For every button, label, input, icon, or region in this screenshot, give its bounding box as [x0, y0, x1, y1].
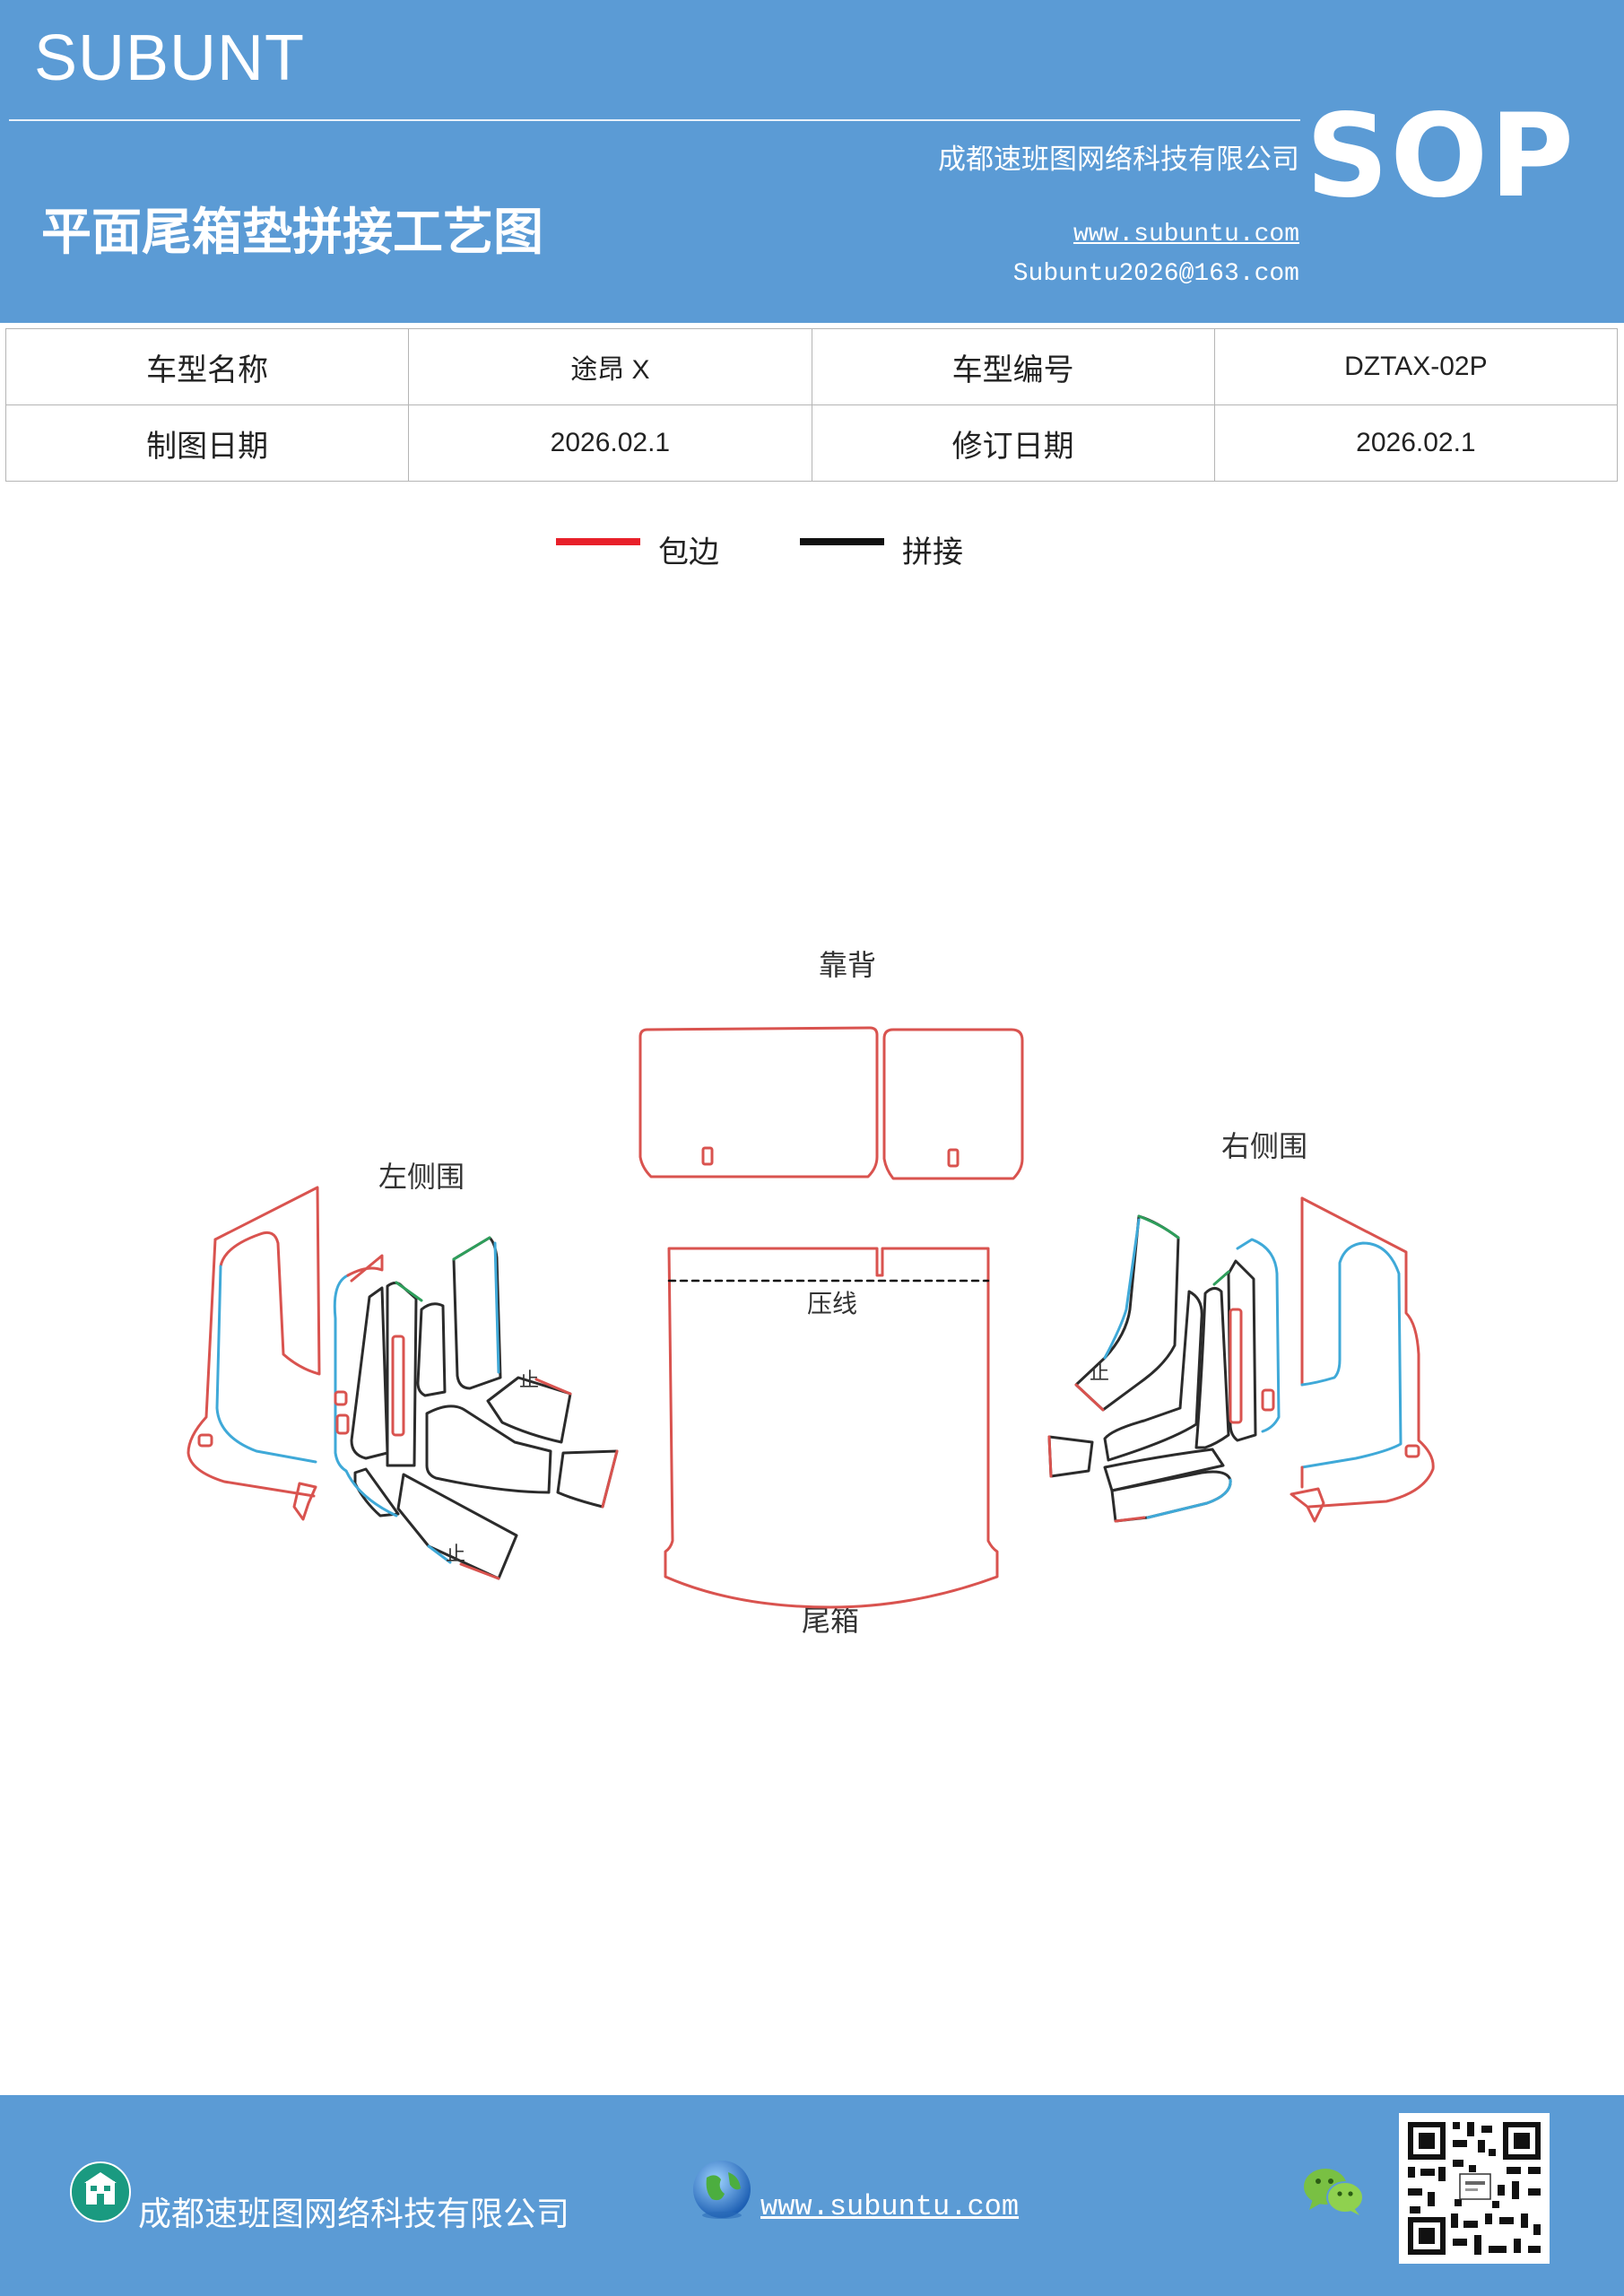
- legend-swatch-red: [556, 538, 640, 545]
- right-side-tab: [1290, 1487, 1325, 1523]
- left-piece-d: [452, 1236, 502, 1390]
- left-piece-d-blue: [493, 1241, 500, 1374]
- footer-company: 成都速班图网络科技有限公司: [138, 2195, 569, 2233]
- label-left-side: 左侧围: [378, 1160, 465, 1194]
- left-piece-i: [396, 1473, 518, 1580]
- left-side-outer-edge: [213, 1186, 321, 1376]
- left-side-outer-lower: [187, 1238, 316, 1498]
- table-cell: 车型编号: [811, 328, 1215, 405]
- table-cell: 2026.02.1: [408, 404, 812, 482]
- brand-name: SUBUNT: [34, 22, 306, 94]
- left-piece-g: [556, 1449, 619, 1509]
- label-right-side: 右侧围: [1221, 1129, 1307, 1163]
- left-piece-b-green: [395, 1281, 423, 1302]
- right-piece-a-slot: [1229, 1308, 1243, 1424]
- right-inner-slot: [1261, 1388, 1275, 1412]
- qr-code: [1399, 2113, 1550, 2264]
- right-piece-c-red: [1074, 1383, 1105, 1412]
- right-piece-c-green: [1137, 1214, 1180, 1239]
- left-inner-slot-2: [335, 1413, 350, 1435]
- sop-mark: SOP: [1306, 90, 1576, 223]
- header-divider: [9, 119, 1300, 121]
- left-piece-e: [425, 1405, 552, 1494]
- trunk-mat-outline: [664, 1247, 999, 1609]
- right-side-outer-edge: [1300, 1196, 1435, 1509]
- left-piece-i-red: [459, 1562, 500, 1580]
- right-piece-d: [1103, 1290, 1203, 1462]
- left-piece-d-green: [452, 1236, 491, 1261]
- table-cell: 2026.02.1: [1213, 404, 1619, 482]
- label-crease: 压线: [807, 1289, 857, 1318]
- right-piece-e: [1047, 1435, 1094, 1478]
- table-cell: 车型名称: [4, 328, 410, 405]
- right-piece-c-blue: [1103, 1218, 1141, 1360]
- right-piece-g: [1110, 1470, 1232, 1523]
- header-email: Subuntu2026@163.com: [1012, 260, 1299, 288]
- left-piece-h-blue: [344, 1469, 398, 1518]
- left-piece-g-red: [601, 1449, 619, 1509]
- footer-website-link[interactable]: www.subuntu.com: [760, 2190, 1020, 2223]
- backrest-panels: [638, 1026, 1024, 1180]
- trunk-mat: [664, 1247, 999, 1609]
- table-row: 制图日期 2026.02.1 修订日期 2026.02.1: [4, 404, 1619, 482]
- header-website-link[interactable]: www.subuntu.com: [1073, 221, 1299, 248]
- building-icon: [70, 2161, 131, 2222]
- backrest-right-panel: [882, 1028, 1024, 1180]
- right-piece-b-green: [1212, 1270, 1230, 1286]
- right-side-pieces: [1047, 1196, 1435, 1523]
- right-inner-blue: [1236, 1238, 1281, 1433]
- left-inner-slot-1: [334, 1390, 348, 1406]
- left-piece-i-blue: [427, 1544, 452, 1564]
- left-piece-a: [350, 1286, 389, 1460]
- table-cell: 途昂 X: [408, 328, 812, 405]
- left-inner-blue: [333, 1274, 350, 1473]
- right-side-clip: [1404, 1444, 1420, 1458]
- legend-swatch-black: [800, 538, 884, 545]
- footer-banner: 成都速班图网络科技有限公司 www.subuntu.com: [0, 2095, 1624, 2296]
- document-title: 平面尾箱垫拼接工艺图: [41, 203, 543, 262]
- left-side-clip: [197, 1433, 213, 1448]
- table-cell: DZTAX-02P: [1213, 328, 1619, 405]
- wechat-icon[interactable]: [1302, 2165, 1365, 2217]
- left-side-outer-seam: [215, 1265, 317, 1464]
- right-side-outer-blue: [1300, 1241, 1403, 1469]
- right-piece-g-red: [1114, 1516, 1146, 1523]
- right-piece-g-blue: [1146, 1478, 1232, 1519]
- left-side-pieces: [187, 1186, 619, 1580]
- table-cell: 修订日期: [811, 404, 1215, 482]
- left-side-tab: [292, 1482, 317, 1521]
- header-company: 成都速班图网络科技有限公司: [938, 144, 1299, 176]
- legend-item-seam: 拼接: [800, 526, 1069, 570]
- vehicle-info-table: 车型名称 途昂 X 车型编号 DZTAX-02P 制图日期 2026.02.1 …: [4, 328, 1619, 482]
- stop-mark: 止: [446, 1544, 465, 1566]
- left-piece-c: [416, 1302, 447, 1397]
- table-row: 车型名称 途昂 X 车型编号 DZTAX-02P: [4, 328, 1619, 405]
- backrest-left-panel: [638, 1026, 879, 1178]
- backrest-right-slot: [947, 1148, 960, 1168]
- globe-icon: [693, 2161, 751, 2219]
- legend-label: 包边: [658, 535, 719, 570]
- left-piece-b-slot: [391, 1335, 405, 1437]
- label-trunk: 尾箱: [802, 1604, 859, 1638]
- right-piece-e-red: [1047, 1435, 1053, 1478]
- right-piece-a: [1227, 1259, 1257, 1442]
- label-backrest: 靠背: [819, 948, 876, 982]
- mat-pattern-diagram: 靠背 左侧围 右侧围 压线 尾箱: [187, 948, 1435, 1638]
- stop-mark: 止: [1090, 1362, 1109, 1385]
- stop-mark: 止: [519, 1370, 539, 1392]
- right-piece-b: [1194, 1287, 1230, 1449]
- legend-label: 拼接: [902, 535, 963, 570]
- left-piece-f: [486, 1376, 572, 1444]
- left-piece-f-red: [534, 1378, 572, 1396]
- table-cell: 制图日期: [4, 404, 410, 482]
- left-inner-red: [346, 1254, 384, 1283]
- header-banner: SUBUNT 成都速班图网络科技有限公司 平面尾箱垫拼接工艺图 www.subu…: [0, 0, 1624, 323]
- backrest-left-slot: [701, 1146, 714, 1166]
- legend-item-edge: 包边: [556, 526, 825, 570]
